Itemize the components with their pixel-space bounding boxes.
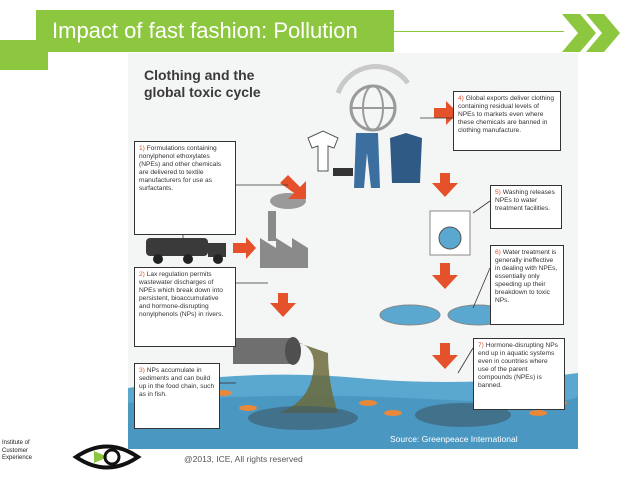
eye-icon (72, 440, 142, 474)
step-box-4: 4) Global exports deliver clothing conta… (453, 91, 561, 151)
title-divider (394, 31, 564, 32)
infographic-title-line2: global toxic cycle (144, 84, 261, 101)
step-number: 7) (478, 342, 484, 349)
step-text: Lax regulation permits wastewater discha… (139, 271, 223, 318)
step-number: 1) (139, 145, 145, 152)
step-text: Hormone-disrupting NPs end up in aquatic… (478, 342, 558, 389)
title-accent-block (0, 40, 48, 70)
copyright-footer: @2013, ICE, All rights reserved (184, 454, 303, 464)
logo-text: Institute of Customer Experience (2, 440, 32, 463)
step-text: Formulations containing nonylphenol etho… (139, 145, 221, 192)
step-number: 6) (495, 249, 501, 256)
step-number: 5) (495, 189, 501, 196)
infographic-title-line1: Clothing and the (144, 67, 261, 84)
logo-line-2: Customer (2, 448, 32, 456)
step-text: NPs accumulate in sediments and can buil… (139, 367, 214, 398)
logo-line-3: Experience (2, 455, 32, 463)
step-number: 2) (139, 271, 145, 278)
step-text: Global exports deliver clothing containi… (458, 95, 554, 134)
chevron-right-icon (560, 12, 630, 54)
step-box-7: 7) Hormone-disrupting NPs end up in aqua… (473, 338, 565, 410)
infographic: Clothing and the global toxic cycle 1) F… (128, 53, 578, 449)
step-text: Washing releases NPEs to water treatment… (495, 189, 555, 212)
step-number: 4) (458, 95, 464, 102)
step-box-1: 1) Formulations containing nonylphenol e… (134, 141, 236, 235)
step-number: 3) (139, 367, 145, 374)
source-credit: Source: Greenpeace International (390, 434, 518, 444)
slide-title: Impact of fast fashion: Pollution (52, 18, 358, 44)
step-box-6: 6) Water treatment is generally ineffect… (490, 245, 564, 325)
step-box-5: 5) Washing releases NPEs to water treatm… (490, 185, 562, 229)
step-text: Water treatment is generally ineffective… (495, 249, 557, 304)
logo-line-1: Institute of (2, 440, 32, 448)
step-box-2: 2) Lax regulation permits wastewater dis… (134, 267, 236, 347)
step-box-3: 3) NPs accumulate in sediments and can b… (134, 363, 220, 429)
infographic-title: Clothing and the global toxic cycle (144, 67, 261, 101)
